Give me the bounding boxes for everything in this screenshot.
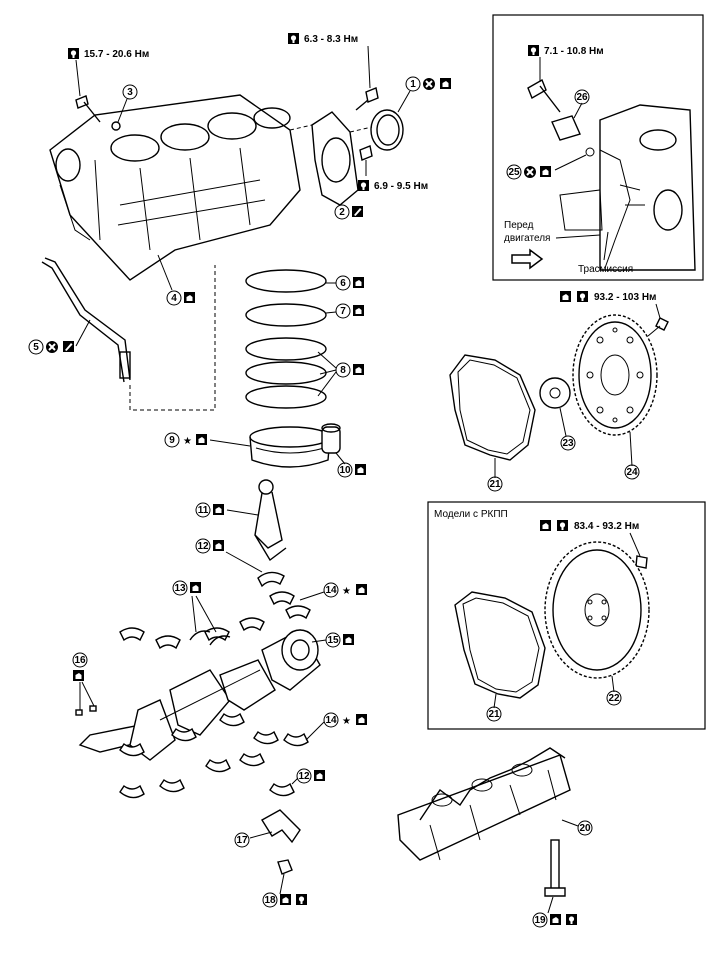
- inset-front-of-engine: 7.1 - 10.8 Нм 26 25 Перед двигателя Трас…: [492, 14, 704, 281]
- callout-24: 24: [626, 467, 638, 478]
- piston-rings: [245, 269, 327, 409]
- callout-11: 11: [198, 505, 209, 516]
- callout-9: 9: [169, 435, 175, 446]
- callout-14-lower: 14: [325, 715, 337, 726]
- flywheel: [544, 541, 650, 679]
- connecting-rod-cap: [261, 809, 301, 844]
- rear-plate: [311, 111, 359, 206]
- cylinder-block: [49, 94, 301, 281]
- transmission-label: Трасмиссия: [578, 264, 633, 275]
- reinforcement-plate: [539, 377, 571, 409]
- main-bearings-upper: [119, 591, 311, 650]
- connecting-rod-nut: [277, 859, 293, 875]
- callout-19: 19: [534, 915, 546, 926]
- rear-oil-seal: [370, 109, 404, 151]
- front-arrow-icon: [511, 248, 544, 270]
- torque-rear-plate-top: 6.3 - 8.3 Нм: [304, 34, 358, 45]
- callout-14-upper: 14: [325, 585, 337, 596]
- main-bearings-lower: [119, 712, 309, 799]
- callout-16: 16: [74, 655, 86, 666]
- torque-block-bolt: 15.7 - 20.6 Нм: [84, 49, 149, 60]
- callout-8: 8: [340, 365, 346, 376]
- drive-plate: [572, 314, 658, 436]
- callout-18: 18: [264, 895, 276, 906]
- main-bearing-cap-assembly: [397, 747, 571, 861]
- callout-5: 5: [33, 342, 39, 353]
- callout-12-lower: 12: [298, 771, 310, 782]
- inset-manual-transmission: Модели с РКПП 83.4 - 93.2 Нм 22 21: [427, 501, 706, 730]
- torque-inset-sensor: 7.1 - 10.8 Нм: [544, 46, 604, 57]
- front-of-engine-label-line2: двигателя: [504, 233, 550, 244]
- thrust-bearings: [189, 630, 231, 646]
- callout-2: 2: [339, 207, 345, 218]
- torque-rear-plate-side: 6.9 - 9.5 Нм: [374, 181, 428, 192]
- callout-17: 17: [236, 835, 248, 846]
- callout-7: 7: [340, 306, 346, 317]
- torque-flywheel: 83.4 - 93.2 Нм: [574, 521, 639, 532]
- callout-12-upper: 12: [197, 541, 209, 552]
- star-14-lower: ★: [342, 716, 351, 727]
- star-14-upper: ★: [342, 586, 351, 597]
- piston-pin: [321, 423, 341, 454]
- callout-22: 22: [608, 693, 620, 704]
- oil-level-gauge-guide: [41, 257, 131, 383]
- front-of-engine-label-line1: Перед: [504, 220, 534, 231]
- callout-6: 6: [340, 278, 346, 289]
- callout-15: 15: [327, 635, 339, 646]
- rear-plate-gasket-at: [449, 354, 536, 461]
- callout-23: 23: [562, 438, 574, 449]
- callout-21-lower: 21: [488, 709, 500, 720]
- inset-mt-title: Модели с РКПП: [434, 509, 508, 520]
- rear-plate-gasket-mt: [454, 591, 546, 699]
- connecting-rod: [254, 479, 287, 562]
- callout-10: 10: [339, 465, 351, 476]
- star-9: ★: [183, 436, 192, 447]
- callout-3: 3: [127, 87, 133, 98]
- callout-1: 1: [410, 79, 416, 90]
- callout-4: 4: [171, 293, 177, 304]
- callout-21-upper: 21: [489, 479, 501, 490]
- piston: [249, 426, 331, 468]
- main-bearing-cap-bolt: [544, 839, 566, 897]
- callout-20: 20: [579, 823, 591, 834]
- callout-13: 13: [174, 583, 186, 594]
- callout-25: 25: [508, 167, 520, 178]
- torque-drive-plate: 93.2 - 103 Нм: [594, 292, 656, 303]
- callout-26: 26: [576, 92, 588, 103]
